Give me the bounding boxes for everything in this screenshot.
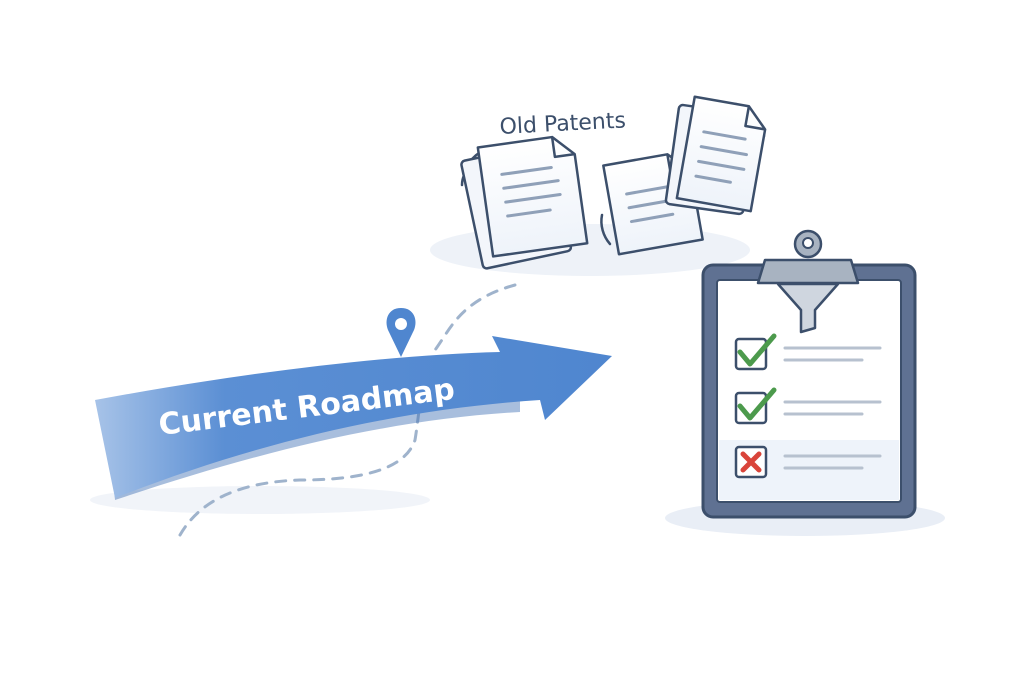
clipboard-clip bbox=[758, 231, 858, 283]
patent-document bbox=[677, 97, 769, 211]
patent-document bbox=[478, 134, 587, 256]
map-pin-icon bbox=[387, 308, 416, 357]
patent-document-group-right bbox=[601, 97, 768, 254]
clipboard bbox=[703, 231, 915, 517]
old-patents-label: Old Patents bbox=[499, 108, 626, 140]
patent-document-group-left bbox=[461, 134, 588, 269]
